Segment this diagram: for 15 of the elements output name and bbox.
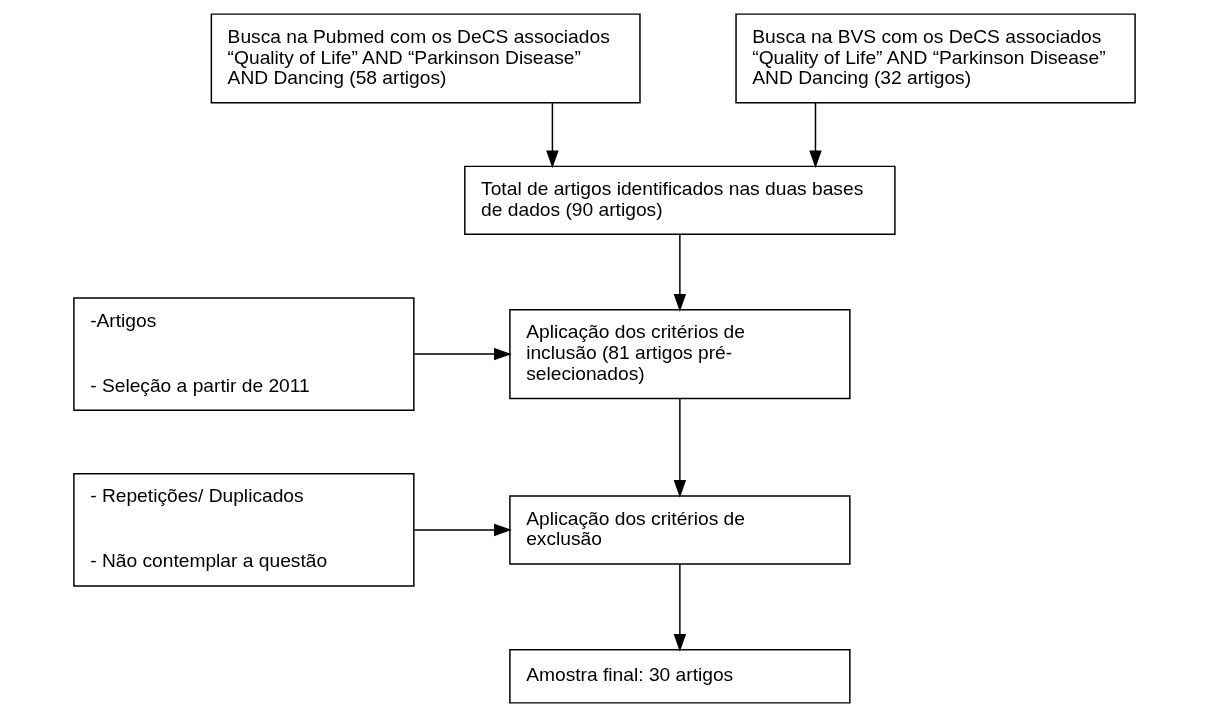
arrow bbox=[413, 347, 512, 361]
node-box: Aplicação dos critérios de inclusão (81 artigos pré-selecionados) bbox=[508, 309, 851, 400]
node-box: Busca na BVS com os DeCS associados “Quality of Life” AND “Parkinson Disease” AND Dancing (32 artigos) bbox=[734, 13, 1136, 104]
node-box: - Repetições/ Duplicados - Não contemplar a questão bbox=[72, 473, 415, 587]
arrow bbox=[545, 102, 559, 169]
node-box: Amostra final: 30 artigos bbox=[508, 648, 851, 704]
arrow bbox=[413, 523, 512, 537]
node-box: Aplicação dos critérios de exclusão bbox=[508, 495, 851, 565]
node-box: Total de artigos identificados nas duas bases de dados (90 artigos) bbox=[463, 165, 896, 236]
arrow bbox=[673, 233, 686, 312]
arrow bbox=[808, 102, 822, 169]
arrow bbox=[673, 563, 686, 652]
node-box: Busca na Pubmed com os DeCS associados “Quality of Life” AND “Parkinson Disease” AND Dancing (58 artigos) bbox=[210, 13, 641, 104]
node-box: -Artigos - Seleção a partir de 2011 bbox=[72, 297, 415, 411]
arrow bbox=[673, 397, 686, 498]
